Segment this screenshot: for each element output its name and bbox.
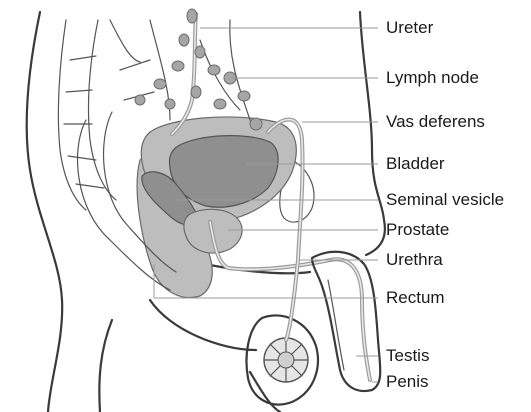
label-rectum: Rectum	[386, 288, 445, 308]
label-prostate: Prostate	[386, 220, 449, 240]
label-lymph-node: Lymph node	[386, 68, 479, 88]
label-vas-deferens: Vas deferens	[386, 112, 485, 132]
label-testis: Testis	[386, 346, 429, 366]
label-ureter: Ureter	[386, 18, 433, 38]
ureter-path	[172, 14, 196, 134]
label-seminal-vesicle: Seminal vesicle	[386, 190, 504, 210]
label-bladder: Bladder	[386, 154, 445, 174]
lymph-nodes	[135, 9, 262, 130]
label-urethra: Urethra	[386, 250, 443, 270]
abdomen-outline	[360, 12, 385, 255]
label-penis: Penis	[386, 372, 429, 392]
back-outline	[27, 12, 62, 412]
testis-organ	[264, 338, 308, 382]
